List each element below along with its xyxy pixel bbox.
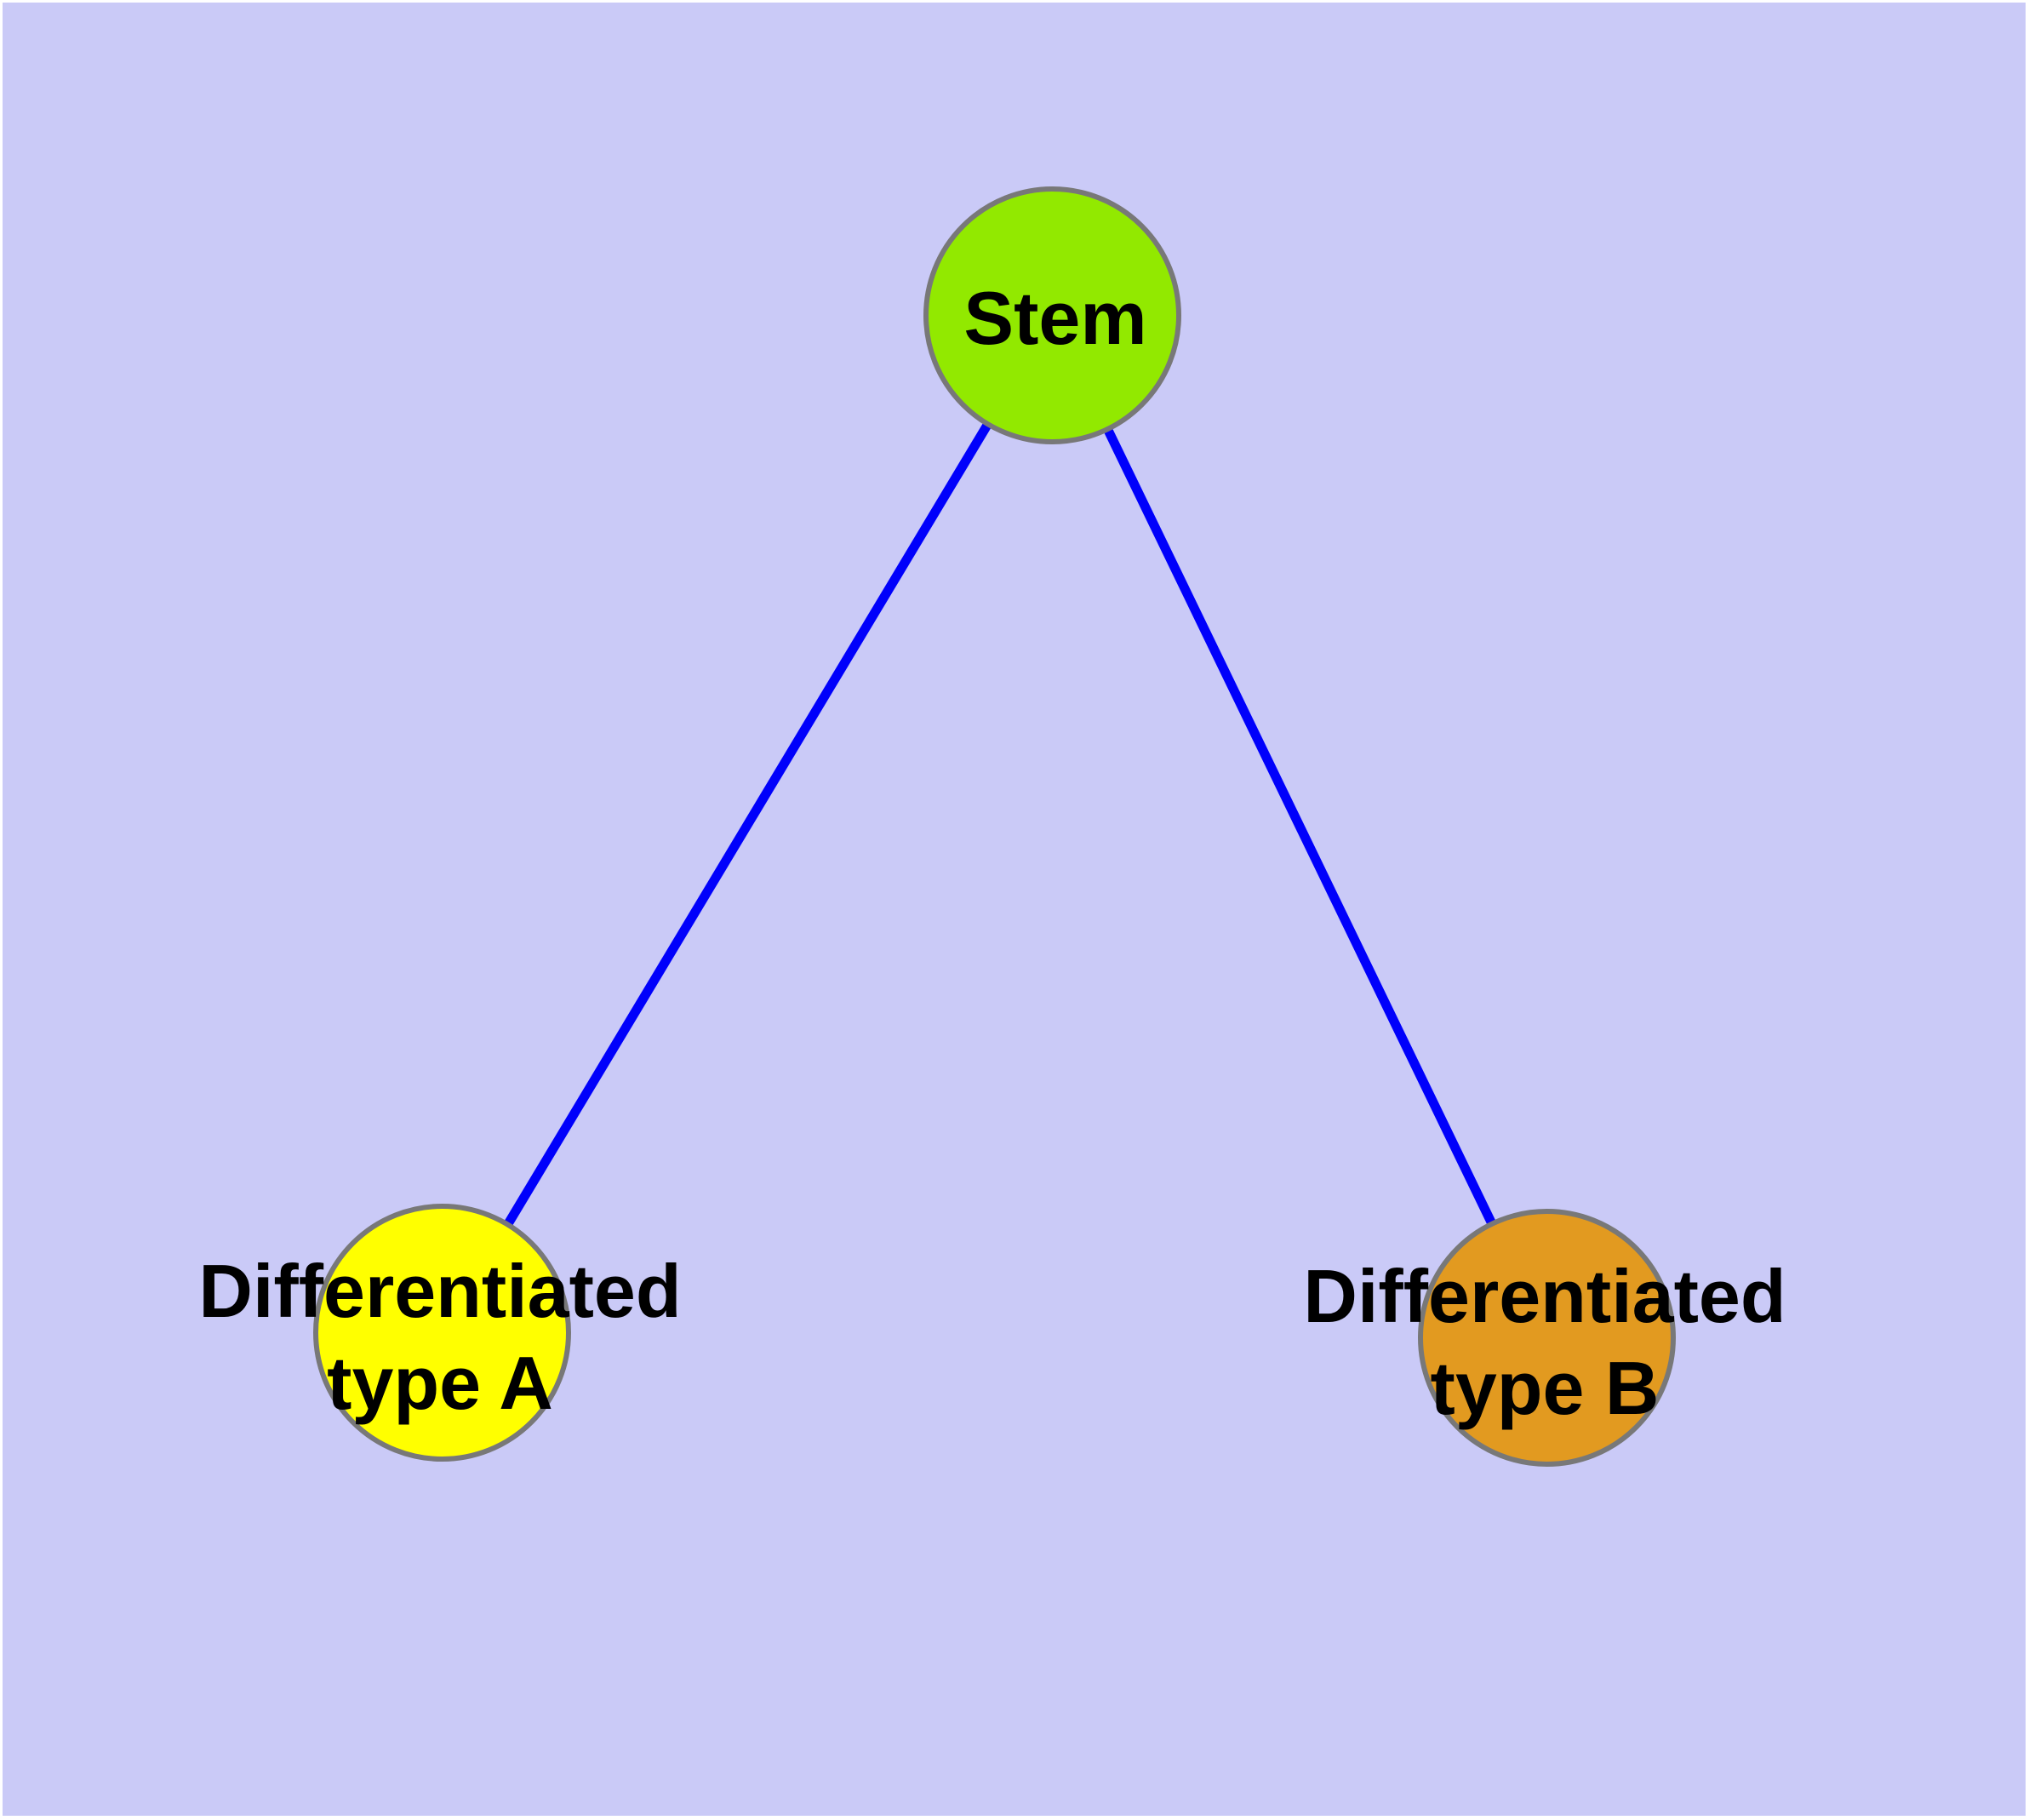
node-stem-label-text: Stem (963, 276, 1147, 360)
node-type-b-label: Differentiated type B (1303, 1251, 1786, 1434)
node-type-a-label: Differentiated type A (198, 1245, 681, 1429)
node-type-b-label-line1: Differentiated (1303, 1254, 1786, 1338)
diagram-canvas: Stem Differentiated type A Differentiate… (3, 3, 2026, 1816)
edges-layer (438, 313, 1552, 1341)
node-stem (923, 186, 1181, 444)
node-type-a-label-line1: Differentiated (198, 1249, 682, 1333)
node-stem-label: Stem (963, 272, 1146, 364)
node-type-a-label-line2: type A (327, 1341, 553, 1425)
node-differentiated-type-a (313, 1204, 571, 1462)
node-type-b-label-line2: type B (1430, 1346, 1660, 1430)
edge-stem-to-type-b (1049, 313, 1552, 1341)
edge-stem-to-type-a (438, 313, 1057, 1336)
node-differentiated-type-b (1418, 1209, 1676, 1467)
